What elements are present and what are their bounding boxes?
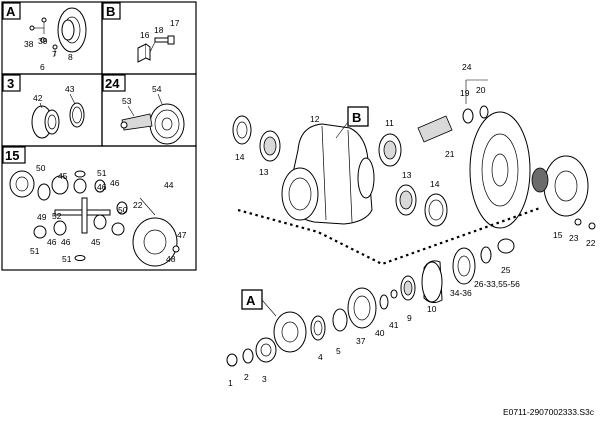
- callout-m-9: 9: [407, 313, 412, 323]
- inset-tag-15: 15: [2, 146, 26, 164]
- callout-m-19: 19: [460, 88, 470, 98]
- callout-m-3: 3: [262, 374, 267, 384]
- inset-15-drawing: [9, 170, 180, 267]
- main-diff-carrier: [531, 155, 596, 230]
- callout-15-46b: 46: [110, 178, 120, 188]
- main-left-bearings: [232, 115, 281, 162]
- inset-3-drawing: [31, 93, 85, 139]
- callout-m-22: 22: [586, 238, 596, 248]
- callout-m-12: 12: [310, 114, 320, 124]
- callout-15-45a: 45: [58, 171, 68, 181]
- inset-tag-3: 3: [2, 74, 21, 92]
- callout-15-50: 50: [36, 163, 46, 173]
- callout-m-20: 20: [476, 85, 486, 95]
- callout-15-46a: 46: [97, 182, 107, 192]
- callout-m-5: 5: [336, 346, 341, 356]
- inset-b-drawing: [137, 35, 175, 63]
- callout-15-50b: 50: [118, 205, 128, 215]
- callout-b-16: 16: [140, 30, 150, 40]
- callout-a-7: 7: [52, 49, 57, 59]
- callout-15-47: 47: [177, 230, 187, 240]
- inset-tag-15-text: 15: [5, 148, 19, 163]
- callout-m-11: 11: [385, 118, 394, 128]
- callout-24-53: 53: [122, 96, 132, 106]
- main-right-bearings: [378, 133, 448, 227]
- callout-a-39: 39: [38, 36, 48, 46]
- main-tag-b-text: B: [352, 110, 361, 125]
- callout-m-10: 10: [427, 304, 437, 314]
- callout-m-13b: 13: [402, 170, 412, 180]
- inset-frames: [1, 1, 197, 271]
- callout-m-23: 23: [569, 233, 579, 243]
- callout-b-17: 17: [170, 18, 180, 28]
- main-tag-a-text: A: [246, 293, 256, 308]
- callout-m-40: 40: [375, 328, 385, 338]
- callout-15-48: 48: [166, 254, 176, 264]
- callout-15-22: 22: [133, 200, 143, 210]
- callout-m-24: 24: [462, 62, 472, 72]
- callout-3-43: 43: [65, 84, 75, 94]
- callout-m-3436: 34-36: [450, 288, 472, 298]
- callout-m-2633: 26-33,55-56: [474, 279, 520, 289]
- callout-m-1: 1: [228, 378, 233, 388]
- callout-3-42: 42: [33, 93, 43, 103]
- callout-m-15: 15: [553, 230, 563, 240]
- main-tag-a: A: [241, 289, 277, 317]
- callout-15-44: 44: [164, 180, 174, 190]
- inset-tag-b: B: [102, 2, 121, 20]
- inset-tag-a-text: A: [6, 4, 16, 19]
- callout-m-14a: 14: [235, 152, 245, 162]
- inset-tag-3-text: 3: [7, 76, 14, 91]
- callout-m-25: 25: [501, 265, 511, 275]
- callout-m-41: 41: [389, 320, 399, 330]
- callout-b-18: 18: [154, 25, 164, 35]
- callout-a-8: 8: [68, 52, 73, 62]
- inset-tag-b-text: B: [106, 4, 115, 19]
- callout-15-52: 52: [52, 211, 62, 221]
- callout-a-6: 6: [40, 62, 45, 72]
- callout-24-54: 54: [152, 84, 162, 94]
- callout-15-46c: 46: [61, 237, 71, 247]
- callout-m-13a: 13: [259, 167, 269, 177]
- inset-tag-24-text: 24: [105, 76, 120, 91]
- callout-15-45b: 45: [91, 237, 101, 247]
- callout-m-4: 4: [318, 352, 323, 362]
- main-tag-b: B: [335, 106, 369, 139]
- inset-24-drawing: [120, 93, 185, 145]
- callout-15-46d: 46: [47, 237, 57, 247]
- figure-code: E0711-2907002333.S3c: [502, 407, 594, 417]
- main-lower-row: [347, 238, 515, 329]
- callout-15-51c: 51: [62, 254, 72, 264]
- callout-m-2: 2: [244, 372, 249, 382]
- inset-tag-24: 24: [102, 74, 126, 92]
- callout-m-37: 37: [356, 336, 366, 346]
- main-input-flange: [226, 308, 348, 367]
- callout-a-38: 38: [24, 39, 34, 49]
- callout-m-14b: 14: [430, 179, 440, 189]
- callout-m-21: 21: [445, 149, 455, 159]
- callout-15-51b: 51: [30, 246, 40, 256]
- main-pinion-ring-gear: [417, 79, 531, 229]
- callout-15-49: 49: [37, 212, 47, 222]
- main-housing: [281, 123, 375, 225]
- callout-15-51a: 51: [97, 168, 107, 178]
- inset-tag-a: A: [2, 2, 21, 20]
- inset-a-drawing: [29, 7, 87, 56]
